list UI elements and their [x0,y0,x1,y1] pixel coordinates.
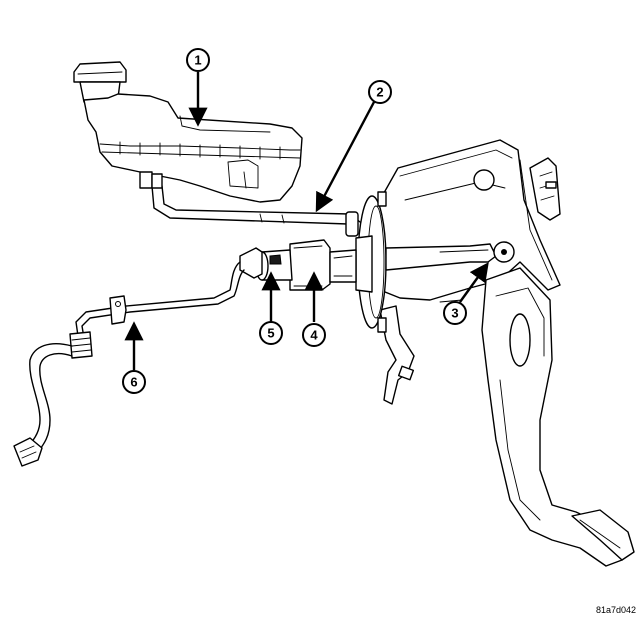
callout-5: 5 [259,321,283,345]
leader-3 [459,262,489,303]
figure-id: 81a7d042 [595,605,636,615]
callout-1-label: 1 [194,53,201,68]
supply-hose [151,185,361,237]
quick-connect-fitting [239,247,293,281]
callout-4: 4 [302,323,326,347]
callout-1: 1 [186,48,210,72]
hydraulic-line [13,261,245,467]
callout-3-label: 3 [451,306,458,321]
callout-2-label: 2 [376,85,383,100]
master-cylinder [289,239,357,291]
callout-6-label: 6 [130,375,137,390]
clutch-pedal [481,267,635,567]
callout-3: 3 [443,301,467,325]
bracket-lower-arm [379,305,415,405]
fluid-reservoir [73,61,303,203]
leader-2 [315,101,376,213]
pedal-bracket [373,139,561,303]
callout-4-label: 4 [310,328,318,343]
callout-leaders [124,72,489,370]
pushrod [385,241,515,271]
callout-5-label: 5 [267,326,274,341]
callout-6: 6 [122,370,146,394]
callout-2: 2 [368,80,392,104]
firewall-flange [355,191,387,333]
